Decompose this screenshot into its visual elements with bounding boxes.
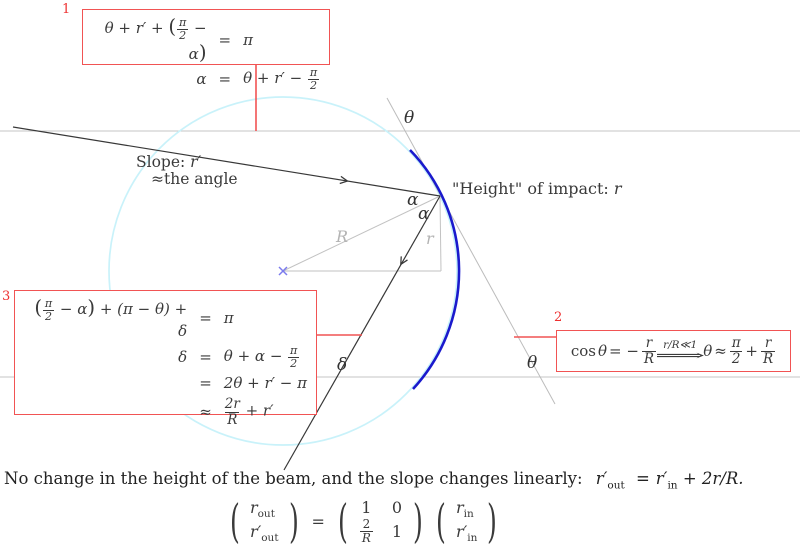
deflected-beam-line — [283, 195, 441, 471]
radius-R-label: R — [336, 227, 349, 246]
box3-eq3-rel: = — [199, 374, 212, 393]
open-paren: ( — [337, 493, 348, 548]
tangent-line — [386, 97, 556, 405]
box1-eq2-lhs: α — [196, 70, 207, 89]
impact-height-r-label: r — [426, 229, 434, 248]
impact-height-line — [439, 196, 442, 272]
implies-arrow: r/R≪1⟹ — [655, 339, 706, 364]
theta-bottom-label: θ — [527, 353, 538, 373]
theta-top-label: θ — [404, 108, 415, 128]
box3-eq2-lhs: δ — [178, 348, 188, 367]
box3-eq4-rel: ≈ — [199, 403, 212, 422]
open-paren: ( — [436, 493, 446, 548]
alpha-lower-label: α — [418, 204, 430, 224]
box-1-number: 1 — [62, 2, 71, 17]
open-paren: ( — [230, 493, 240, 548]
box1-eq1-rhs: π — [243, 30, 253, 49]
close-paren: ) — [413, 493, 424, 548]
lens-arc — [409, 149, 461, 390]
box3-eq3-rhs: 2θ + r′ − π — [223, 374, 307, 393]
close-paren: ) — [487, 493, 498, 548]
input-vector: rin r′in — [456, 498, 478, 544]
output-vector: rout r′out — [249, 498, 279, 544]
incident-beam-line — [12, 126, 441, 197]
center-cross-icon — [278, 266, 288, 276]
box3-eq2-rel: = — [199, 348, 212, 367]
delta-label: δ — [337, 355, 348, 375]
alpha-upper-label: α — [407, 190, 419, 210]
circle-outline — [108, 96, 458, 446]
slope-annotation: Slope: r′ ≈the angle — [136, 153, 238, 189]
box-2-number: 2 — [554, 310, 563, 325]
box3-eq1-rhs: π — [223, 309, 234, 328]
box-3-number: 3 — [2, 289, 11, 304]
matrix-equals: = — [311, 511, 325, 531]
box1-eq2-rel: = — [218, 70, 232, 89]
radius-line — [282, 196, 439, 272]
height-of-impact-annotation: "Height" of impact: r — [452, 179, 622, 198]
summary-sentence: No change in the height of the beam, and… — [4, 469, 744, 492]
close-paren: ) — [288, 493, 299, 548]
box3-eq1-rel: = — [199, 309, 212, 328]
slope-change-equation: r′out =r′in + 2r/R. — [595, 469, 744, 492]
box1-eq1-rel: = — [218, 30, 232, 49]
